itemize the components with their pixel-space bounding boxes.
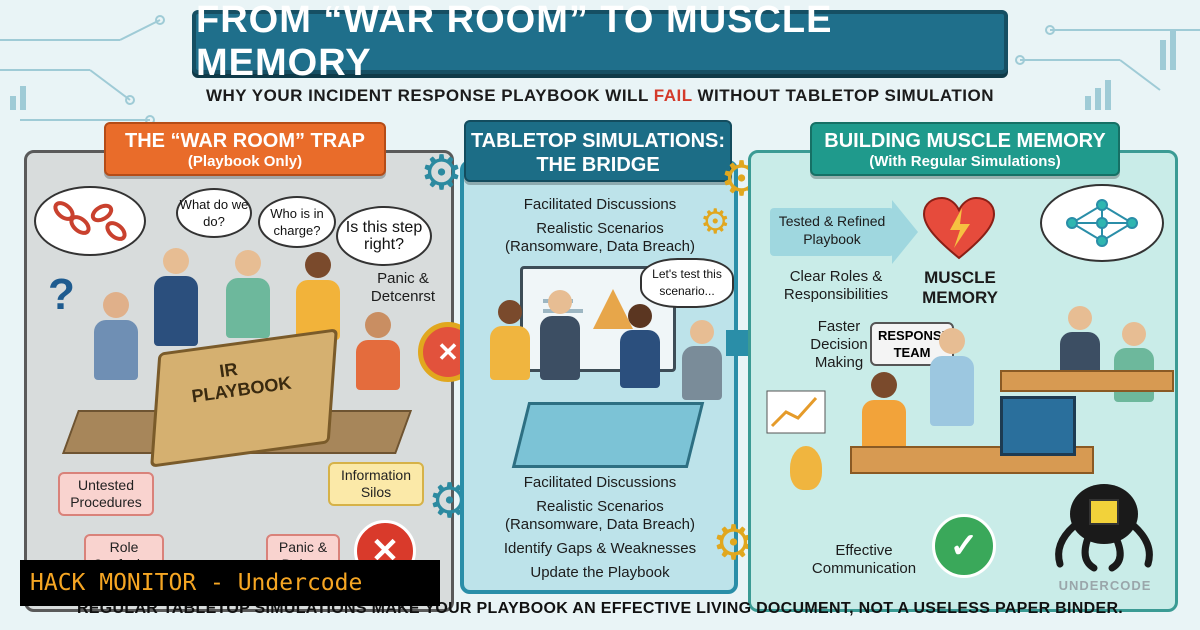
label-untested-procedures: Untested Procedures <box>58 472 154 516</box>
gear-icon: ⚙ <box>712 517 756 570</box>
mid-bottom-item-3: (Ransomware, Data Breach) <box>504 516 696 533</box>
chart-icon <box>766 390 826 434</box>
office-person-2 <box>930 328 974 428</box>
muscle-memory-label: MUSCLE MEMORY <box>922 268 998 307</box>
war-room-subtitle: (Playbook Only) <box>187 153 303 170</box>
war-room-title: THE “WAR ROOM” TRAP <box>125 130 365 152</box>
bubble-what-do-we-do: What do we do? <box>176 188 252 238</box>
muscle-memory-header: BUILDING MUSCLE MEMORY (With Regular Sim… <box>810 122 1120 176</box>
mid-bottom-item-2: Realistic Scenarios <box>536 498 664 515</box>
office-desk <box>850 446 1094 474</box>
circuit-background <box>0 15 1200 125</box>
mid-bottom-item-4: Identify Gaps & Weaknesses <box>503 540 697 557</box>
tabletop-title: TABLETOP SIMULATIONS: <box>470 130 726 152</box>
tested-arrow-head <box>892 200 918 264</box>
effective-communication: Effective Communication <box>811 542 917 577</box>
page-subtitle: WHY YOUR INCIDENT RESPONSE PLAYBOOK WILL… <box>0 86 1200 106</box>
bubble-is-this-step-right: Is this step right? <box>336 206 432 266</box>
subtitle-text-end: WITHOUT TABLETOP SIMULATION <box>692 86 995 105</box>
mid-bottom-item-5: Update the Playbook <box>530 564 670 581</box>
war-room-header: THE “WAR ROOM” TRAP (Playbook Only) <box>104 122 386 176</box>
bubble-lets-test: Let's test this scenario... <box>640 258 734 308</box>
check-circle-icon: ✓ <box>932 514 996 578</box>
person-facilitator-3 <box>620 304 660 388</box>
tabletop-header: TABLETOP SIMULATIONS: THE BRIDGE <box>464 120 732 182</box>
page-title: FROM “WAR ROOM” TO MUSCLE MEMORY <box>192 0 1008 84</box>
gear-icon: ⚙ <box>700 203 731 241</box>
label-information-silos: Information Silos <box>328 462 424 506</box>
tabletop-subtitle: THE BRIDGE <box>536 154 660 176</box>
tested-refined-playbook: Tested & Refined Playbook <box>778 213 886 247</box>
tested-arrow-bg <box>770 208 894 256</box>
person-facilitator-2 <box>540 290 580 380</box>
person-worried-5 <box>356 312 400 392</box>
subtitle-text-start: WHY YOUR INCIDENT RESPONSE PLAYBOOK WILL <box>205 86 654 105</box>
lightbulb-icon <box>790 446 822 490</box>
monitor <box>1000 396 1076 456</box>
person-worried-3 <box>226 250 270 340</box>
network-brain-icon <box>1066 199 1138 247</box>
network-brain-bubble <box>1040 184 1164 262</box>
faster-decision: Faster Decision Making <box>810 318 868 371</box>
chain-icon <box>53 201 127 241</box>
question-mark-icon: ? <box>48 270 75 319</box>
person-worried-1 <box>94 292 138 382</box>
heart-bolt-icon <box>922 196 996 262</box>
person-facilitator-1 <box>490 300 530 380</box>
gear-icon: ⚙ <box>420 147 464 200</box>
chain-thought-bubble <box>34 186 146 256</box>
subtitle-accent-fail: FAIL <box>653 86 693 105</box>
hack-monitor-watermark: HACK MONITOR - Undercode <box>20 560 440 606</box>
muscle-memory-title: BUILDING MUSCLE MEMORY <box>824 130 1106 152</box>
person-facilitator-4 <box>682 320 722 400</box>
person-worried-2 <box>154 248 198 348</box>
mid-top-item-1: Facilitated Discussions <box>523 196 677 213</box>
scenario-map <box>511 402 705 468</box>
clear-roles: Clear Roles & Responsibilities <box>783 268 889 303</box>
panic-text: Panic & Detcenrst <box>370 270 436 305</box>
office-desk-back <box>1000 370 1174 392</box>
muscle-memory-subtitle: (With Regular Simulations) <box>869 153 1061 170</box>
octopus-logo-icon <box>1040 464 1160 574</box>
mid-bottom-item-1: Facilitated Discussions <box>523 474 677 491</box>
bubble-who-is-in-charge: Who is in charge? <box>258 196 336 248</box>
mid-top-item-2: Realistic Scenarios <box>536 220 664 237</box>
undercode-logo-text: UNDERCODE <box>1058 578 1152 593</box>
mid-top-item-3: (Ransomware, Data Breach) <box>504 238 696 255</box>
